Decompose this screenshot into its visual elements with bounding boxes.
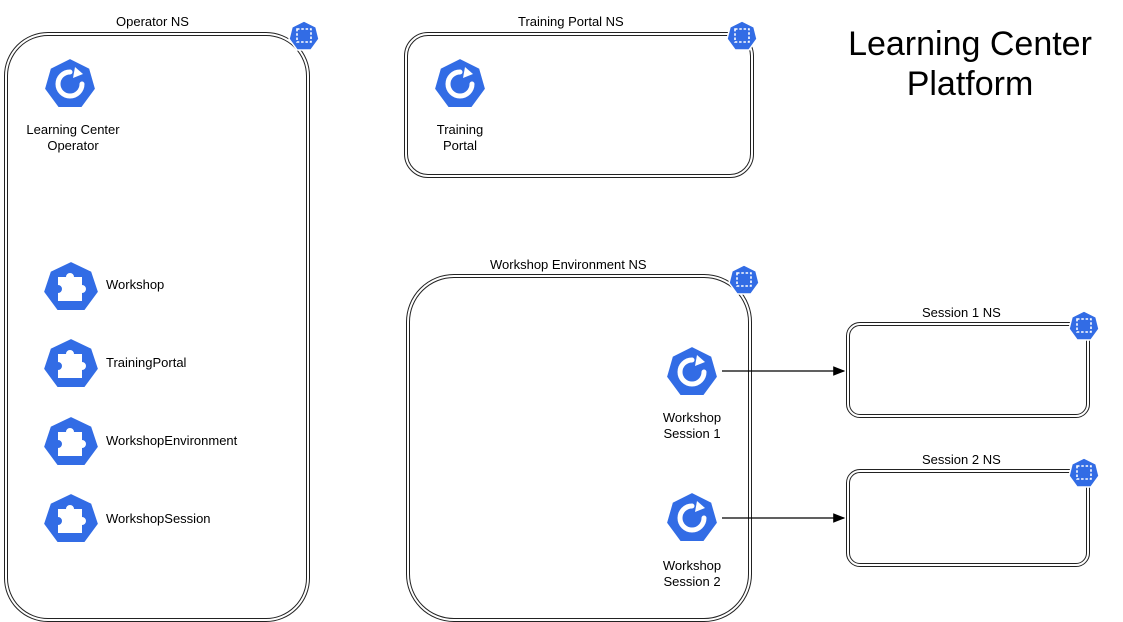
crd-puzzle-icon [42, 492, 100, 544]
session2-ns-label: Session 2 NS [922, 452, 1001, 467]
namespace-icon [1068, 310, 1100, 341]
training-portal-label: Training Portal [436, 122, 484, 153]
session1-ns-label: Session 1 NS [922, 305, 1001, 320]
session1-ns-box [846, 322, 1090, 418]
crd-puzzle-icon [42, 337, 100, 389]
session1-label: Workshop Session 1 [662, 410, 722, 441]
crd-workshop-label: Workshop [106, 277, 165, 292]
workshop-env-ns-label: Workshop Environment NS [490, 257, 647, 272]
namespace-icon [288, 20, 320, 51]
crd-workshopenvironment-label: WorkshopEnvironment [106, 433, 238, 448]
training-portal-controller-icon [432, 56, 488, 109]
diagram-title: Learning Center Platform [820, 24, 1120, 104]
title-line-2: Platform [906, 65, 1034, 103]
session2-controller-icon [664, 490, 720, 543]
operator-ns-label: Operator NS [116, 14, 189, 29]
namespace-icon [726, 20, 758, 51]
crd-workshopsession-label: WorkshopSession [106, 511, 211, 526]
session1-controller-icon [664, 344, 720, 397]
session2-ns-box [846, 469, 1090, 567]
operator-controller-icon [42, 56, 98, 109]
title-line-1: Learning Center [848, 25, 1092, 63]
namespace-icon [1068, 457, 1100, 488]
training-portal-ns-label: Training Portal NS [518, 14, 624, 29]
session2-label: Workshop Session 2 [662, 558, 722, 589]
crd-puzzle-icon [42, 260, 100, 312]
crd-puzzle-icon [42, 415, 100, 467]
operator-label: Learning Center Operator [26, 122, 120, 153]
namespace-icon [728, 264, 760, 295]
crd-trainingportal-label: TrainingPortal [106, 355, 187, 370]
